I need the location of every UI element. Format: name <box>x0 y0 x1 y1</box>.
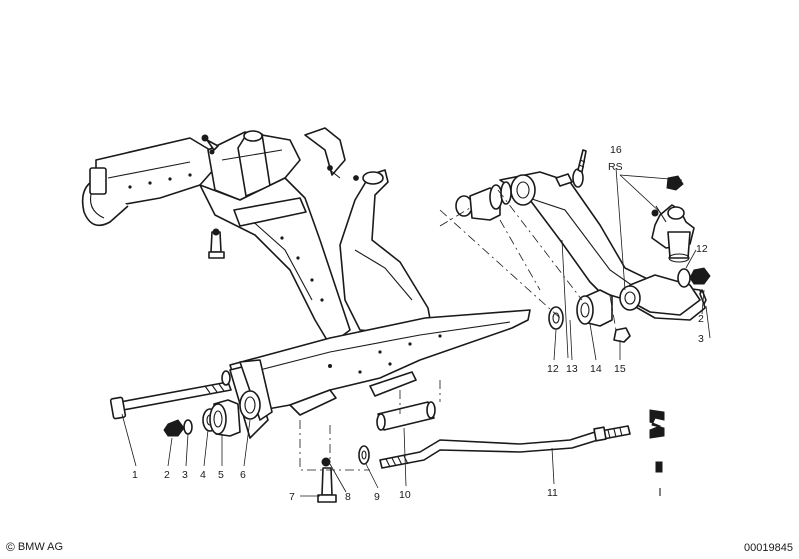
callout-11: 11 <box>547 487 558 499</box>
bolt-bushing-stack <box>109 370 241 437</box>
lower-fasteners <box>317 401 436 503</box>
callout-4: 4 <box>200 469 206 481</box>
copyright-brand: © BMW AG <box>6 541 63 553</box>
callout-5: 5 <box>218 469 224 481</box>
callout-3-right: 3 <box>698 333 704 345</box>
callout-1: 1 <box>132 469 138 481</box>
callout-6: 6 <box>240 469 246 481</box>
callout-13: 13 <box>566 363 578 375</box>
callout-7: 7 <box>289 491 295 503</box>
callout-8: 8 <box>345 491 351 503</box>
callout-rs: RS <box>608 161 623 173</box>
cropped-fragment <box>649 409 665 496</box>
callout-10: 10 <box>399 489 411 501</box>
callout-2-right: 2 <box>698 313 704 325</box>
leader-lines <box>121 167 711 497</box>
copyright-symbol: © <box>6 540 15 554</box>
callout-15: 15 <box>614 363 626 375</box>
tie-rod <box>379 425 631 469</box>
callout-16: 16 <box>610 144 622 156</box>
diagram-reference-number: 00019845 <box>744 542 793 554</box>
axle-carrier <box>81 127 531 439</box>
callout-12: 12 <box>547 363 559 375</box>
callout-12-right: 12 <box>696 243 708 255</box>
callout-labels: 1 2 3 4 5 6 7 8 9 10 11 12 13 14 15 16 R… <box>132 144 708 503</box>
assembly-lines <box>299 189 617 471</box>
callout-3: 3 <box>182 469 188 481</box>
brand-name: BMW AG <box>17 541 64 553</box>
control-arm <box>455 149 711 343</box>
callout-9: 9 <box>374 491 380 503</box>
callout-14: 14 <box>590 363 602 375</box>
callout-2: 2 <box>164 469 170 481</box>
